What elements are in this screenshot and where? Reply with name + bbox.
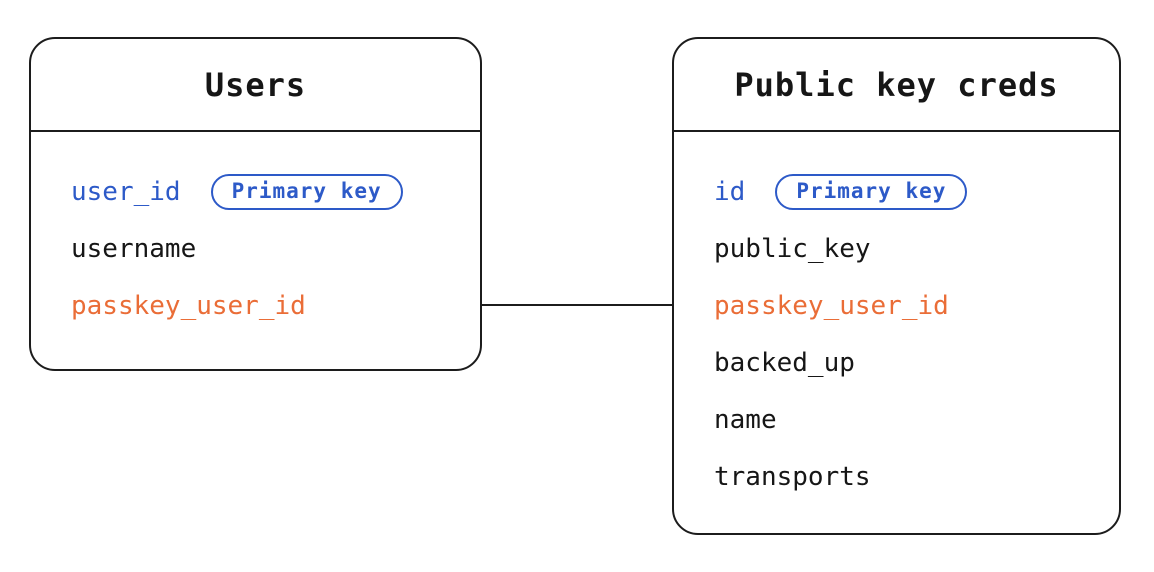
entity-table-public-key-creds: Public key creds id Primary key public_key… bbox=[672, 37, 1121, 535]
field-row: user_id Primary key bbox=[71, 163, 480, 220]
relationship-connector-line bbox=[480, 304, 674, 306]
primary-key-badge: Primary key bbox=[775, 173, 968, 210]
field-name-name: name bbox=[714, 404, 777, 435]
field-name-passkey_user_id: passkey_user_id bbox=[71, 290, 306, 321]
field-name-username: username bbox=[71, 233, 197, 264]
field-name-backed_up: backed_up bbox=[714, 347, 855, 378]
field-name-id: id bbox=[714, 176, 746, 207]
field-name-user_id: user_id bbox=[71, 176, 181, 207]
table-title: Public key creds bbox=[674, 39, 1119, 132]
field-name-public_key: public_key bbox=[714, 233, 871, 264]
table-title: Users bbox=[31, 39, 480, 132]
field-row: passkey_user_id bbox=[71, 277, 480, 334]
primary-key-badge: Primary key bbox=[210, 173, 403, 210]
field-row: id Primary key bbox=[714, 163, 1119, 220]
field-row: name bbox=[714, 391, 1119, 448]
field-list: user_id Primary key username passkey_user_i… bbox=[31, 132, 480, 334]
field-row: transports bbox=[714, 448, 1119, 505]
field-name-passkey_user_id: passkey_user_id bbox=[714, 290, 949, 321]
field-row: public_key bbox=[714, 220, 1119, 277]
field-row: passkey_user_id bbox=[714, 277, 1119, 334]
field-row: username bbox=[71, 220, 480, 277]
field-row: backed_up bbox=[714, 334, 1119, 391]
field-name-transports: transports bbox=[714, 461, 871, 492]
entity-table-users: Users user_id Primary key username passkey_… bbox=[29, 37, 482, 371]
